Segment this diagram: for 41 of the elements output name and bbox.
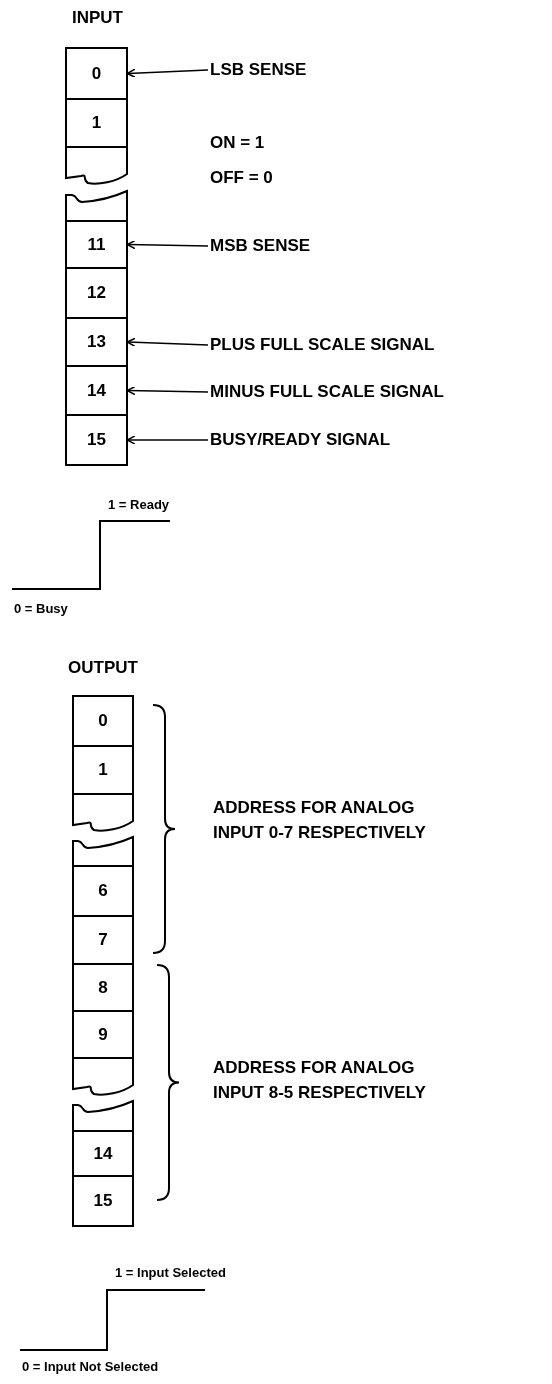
bit-cell: 13 [65, 317, 128, 367]
bit-cell: 8 [72, 963, 134, 1012]
bit-cell: 7 [72, 915, 134, 965]
signal-label: LSB SENSE [210, 58, 307, 82]
arrow [126, 68, 209, 78]
torn-bit-cell [65, 190, 128, 222]
register-heading: INPUT [71, 8, 124, 28]
state-note: OFF = 0 [210, 167, 273, 189]
level-label: 1 = Input Selected [115, 1264, 226, 1281]
arrow [126, 337, 209, 347]
level-label: 1 = Ready [108, 496, 170, 513]
torn-bit-cell [72, 1057, 134, 1097]
torn-bit-cell [65, 146, 128, 186]
bit-cell: 12 [65, 267, 128, 319]
bit-cell: 15 [72, 1175, 134, 1227]
bit-cell: 1 [72, 745, 134, 795]
torn-bit-cell [72, 1100, 134, 1132]
bit-cell: 6 [72, 865, 134, 917]
bit-cell: 9 [72, 1010, 134, 1059]
level-label: 0 = Busy [14, 600, 68, 617]
bit-cell: 15 [65, 414, 128, 466]
bit-cell: 14 [72, 1130, 134, 1177]
arrow [126, 239, 209, 250]
bit-cell: 11 [65, 220, 128, 269]
bit-cell: 0 [72, 695, 134, 747]
bit-cell: 1 [65, 98, 128, 148]
signal-label: PLUS FULL SCALE SIGNAL [210, 333, 435, 357]
signal-label: BUSY/READY SIGNAL [210, 428, 391, 452]
torn-bit-cell [72, 836, 134, 867]
bit-cell: 0 [65, 47, 128, 100]
address-note: ADDRESS FOR ANALOG INPUT 0-7 RESPECTIVELY [213, 797, 427, 844]
state-note: ON = 1 [210, 132, 265, 154]
torn-bit-cell [72, 793, 134, 833]
signal-label: MINUS FULL SCALE SIGNAL [210, 380, 444, 404]
signal-label: MSB SENSE [210, 234, 311, 258]
address-note: ADDRESS FOR ANALOG INPUT 8-5 RESPECTIVELY [213, 1057, 427, 1104]
register-heading: OUTPUT [67, 658, 139, 678]
arrow [126, 385, 209, 396]
level-label: 0 = Input Not Selected [22, 1358, 159, 1375]
arrow [126, 435, 209, 445]
bit-cell: 14 [65, 365, 128, 416]
